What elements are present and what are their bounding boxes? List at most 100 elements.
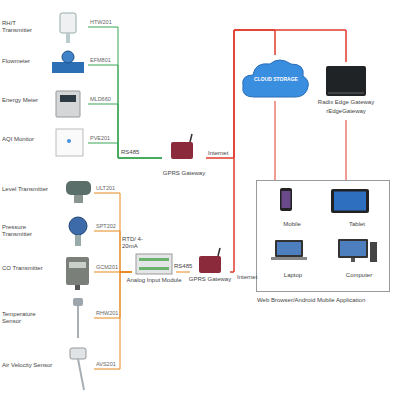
mobile-screen [282, 191, 291, 208]
device-label: Tablet [327, 221, 387, 228]
device-label: RH/T Transmitter [2, 20, 46, 34]
temp-head [73, 298, 83, 306]
level-neck [74, 195, 83, 203]
tablet-screen [334, 192, 366, 211]
connector [94, 193, 132, 272]
client-panel: Web Browser/Android Mobile ApplicationMo… [256, 180, 390, 292]
device-node: Energy MeterMLD660 [2, 88, 88, 120]
model-number: GCM201 [96, 264, 124, 270]
connector [94, 272, 132, 369]
edge-label: Internet [237, 274, 263, 281]
model-number: HTW201 [90, 19, 118, 25]
edge-gateway-node: Radix Edge GatewayrEdgeGateway [314, 62, 378, 120]
level-head [66, 181, 91, 195]
pressure-head [69, 217, 87, 235]
co-display [69, 262, 86, 268]
gateway-label: GPRS Gateway [180, 276, 240, 283]
cloud-outline [243, 60, 309, 97]
meter-display [60, 95, 76, 102]
cloud-node: CLOUD STORAGE [240, 55, 310, 101]
computer-stand [351, 258, 355, 262]
device-label: Flowmeter [2, 58, 46, 65]
rht-probe [66, 33, 70, 43]
temp-probe [77, 306, 79, 338]
air-box [70, 348, 86, 359]
device-label: Air Velocity Sensor [2, 362, 56, 369]
edge-label: Internet [208, 150, 234, 157]
device-node: AQI MonitorPVE201 [2, 126, 88, 160]
client-device: Tablet [327, 187, 387, 231]
connector [346, 120, 347, 180]
laptop-display [277, 242, 301, 255]
model-number: AVS201 [96, 361, 124, 367]
model-number: SPT202 [96, 223, 124, 229]
gateway-node: GPRS Gateway [162, 138, 206, 178]
model-number: ULT201 [96, 185, 124, 191]
device-label: Mobile [267, 221, 317, 228]
device-label: Computer [329, 272, 389, 279]
device-node: CO TransmitterGCM201 [2, 254, 94, 290]
module-label: Analog Input Module [126, 277, 182, 284]
meter-body [56, 91, 80, 117]
computer-monitor [338, 239, 368, 258]
connector [88, 65, 162, 158]
co-body [66, 257, 89, 285]
edge-label: RS485 [121, 149, 151, 156]
gateway-antenna [218, 248, 220, 256]
co-sensor [75, 285, 80, 290]
gateway-label: GPRS Gateway [154, 170, 214, 177]
client-device: Mobile [267, 187, 317, 231]
connector [88, 104, 162, 158]
mobile-body [280, 188, 292, 211]
aqi-led [67, 139, 71, 143]
cloud-label: CLOUD STORAGE [252, 77, 300, 83]
laptop-screen [275, 240, 303, 257]
module-terminal [139, 267, 169, 270]
air-probe [78, 359, 84, 390]
module-node: Analog Input Module [132, 250, 176, 294]
panel-caption: Web Browser/Android Mobile Application [257, 297, 400, 304]
connector [88, 143, 162, 158]
device-label: Temperature Sensor [2, 311, 56, 325]
edge-gateway-label: Radix Edge Gateway [310, 99, 382, 106]
device-label: Laptop [263, 272, 323, 279]
connector [88, 27, 162, 158]
device-label: CO Transmitter [2, 265, 56, 272]
aqi-body [56, 129, 83, 156]
gateway-node: GPRS Gateway [190, 252, 230, 292]
module-terminal [139, 258, 169, 261]
connector [176, 272, 190, 273]
computer-tower [370, 242, 377, 262]
connector [206, 30, 346, 158]
device-label: Energy Meter [2, 97, 46, 104]
device-node: Air Velocity SensorAVS201 [2, 346, 94, 392]
connector [275, 101, 276, 180]
edge-label: RS485 [174, 263, 192, 270]
model-number: MLD660 [90, 96, 118, 102]
edge-gateway-stripe [328, 92, 364, 94]
gateway-antenna [190, 134, 192, 142]
tablet-body [331, 189, 369, 213]
edge-gateway-model: rEdgeGateway [310, 108, 382, 115]
device-node: Level TransmitterULT201 [2, 178, 94, 208]
device-node: Temperature SensorRHW201 [2, 296, 94, 340]
module-body [136, 254, 172, 274]
device-label: Pressure Transmitter [2, 224, 56, 238]
device-label: AQI Monitor [2, 136, 46, 143]
client-device: Laptop [263, 237, 323, 283]
flow-pipe [52, 62, 84, 73]
flow-head [62, 51, 74, 63]
device-node: RH/T TransmitterHTW201 [2, 10, 88, 44]
device-node: FlowmeterEFM801 [2, 50, 88, 80]
edge-gateway-box [326, 66, 366, 96]
rht-housing [60, 13, 76, 33]
gateway-body [171, 142, 193, 159]
device-label: Level Transmitter [2, 186, 56, 193]
device-node: Pressure TransmitterSPT202 [2, 214, 94, 248]
pressure-stem [75, 235, 81, 246]
connector [94, 272, 132, 318]
computer-display [340, 241, 366, 256]
gateway-body [199, 256, 221, 273]
